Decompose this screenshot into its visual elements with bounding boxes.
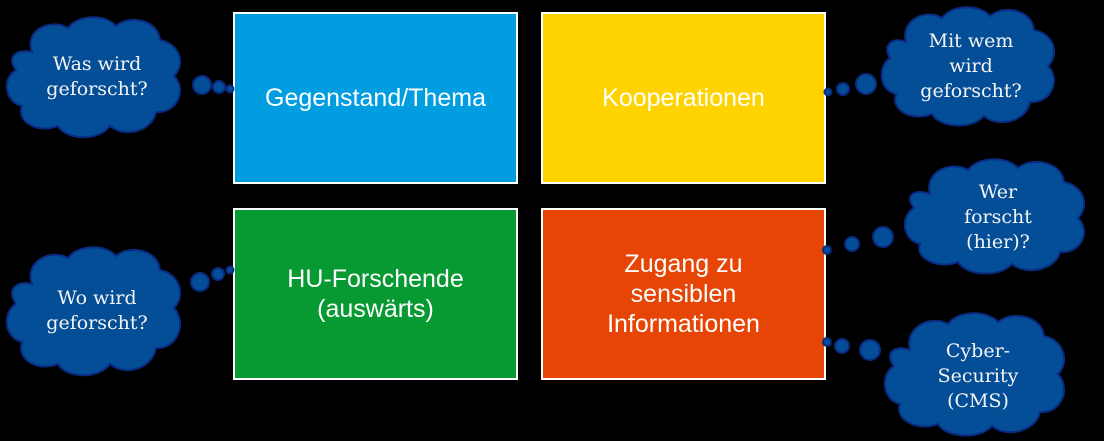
- cloud-text: Cyber- Security (CMS): [937, 339, 1019, 412]
- cloud-who-researches: Wer forscht (hier)?: [900, 158, 1096, 276]
- cloud-with-whom-is-researched: Mit wem wird geforscht?: [878, 4, 1064, 128]
- box-sensitive-access: Zugang zu sensiblen Informationen: [541, 208, 826, 380]
- box-cooperations: Kooperationen: [541, 12, 826, 184]
- cloud-what-is-researched: Was wird geforscht?: [2, 12, 192, 142]
- cloud-shape-icon: [6, 16, 182, 139]
- box-topic: Gegenstand/Thema: [233, 12, 518, 184]
- cloud-where-is-researched: Wo wird geforscht?: [2, 242, 192, 380]
- cloud-shape-icon: [880, 6, 1056, 127]
- cloud-text: Wer forscht (hier)?: [964, 180, 1032, 253]
- cloud-cyber-security: Cyber- Security (CMS): [880, 312, 1076, 440]
- cloud-text: Mit wem wird geforscht?: [920, 29, 1022, 102]
- cloud-shape-icon: [904, 158, 1086, 275]
- box-hu-researchers: HU-Forschende (auswärts): [233, 208, 518, 380]
- cloud-text: Was wird geforscht?: [46, 53, 148, 100]
- cloud-text: Wo wird geforscht?: [46, 287, 148, 334]
- cloud-shape-icon: [884, 312, 1066, 437]
- cloud-shape-icon: [6, 246, 182, 377]
